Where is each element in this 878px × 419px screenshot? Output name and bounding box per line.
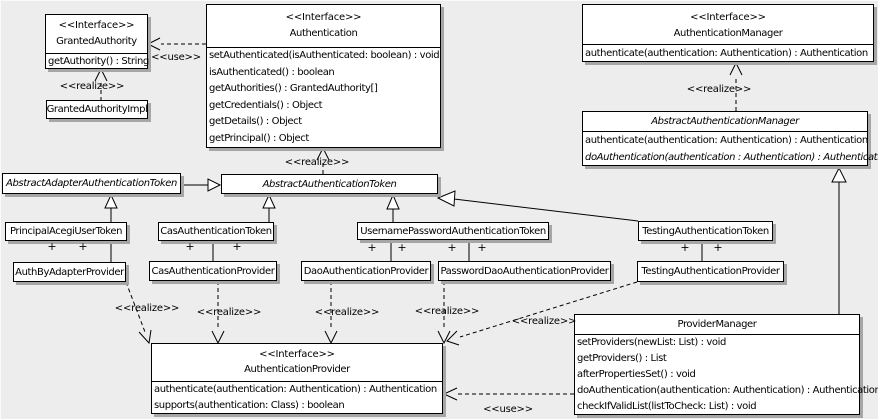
class-abstract-authentication-manager[interactable]: AbstractAuthenticationManager authentica… [582, 111, 878, 166]
class-name: AbstractAdapterAuthenticationToken [6, 178, 177, 189]
class-granted-authority-impl[interactable]: GrantedAuthorityImpl [46, 100, 148, 119]
method-label: getAuthority() : String [48, 56, 149, 67]
class-username-password-authentication-token[interactable]: UsernamePasswordAuthenticationToken [357, 222, 549, 240]
multiplicity-label: + [477, 241, 487, 254]
class-name: TestingAuthenticationToken [642, 225, 769, 237]
class-authentication-provider[interactable]: <<Interface>> AuthenticationProvider aut… [151, 343, 443, 414]
multiplicity-label: + [447, 241, 457, 254]
class-title: ProviderManager [575, 315, 859, 334]
class-provider-manager[interactable]: ProviderManager setProviders(newList: Li… [574, 314, 878, 415]
realize-label: <<realize>> [511, 316, 577, 327]
multiplicity-label: + [397, 241, 407, 254]
class-name: CasAuthenticationProvider [151, 265, 275, 277]
class-title: AbstractAuthenticationManager [583, 112, 867, 131]
multiplicity-label: + [680, 241, 690, 254]
class-authentication-manager[interactable]: <<Interface>> AuthenticationManager auth… [582, 4, 874, 62]
use-label: <<use>> [483, 404, 533, 415]
realize-label: <<realize>> [686, 84, 752, 95]
class-abstract-authentication-token[interactable]: AbstractAuthenticationToken [221, 174, 438, 194]
class-testing-authentication-token[interactable]: TestingAuthenticationToken [638, 221, 773, 241]
multiplicity-label: + [367, 241, 377, 254]
class-title: <<Interface>> AuthenticationProvider [152, 344, 442, 381]
method-label: isAuthenticated() : boolean [209, 66, 335, 78]
method-label: getProviders() : List [577, 353, 667, 364]
stereotype-label: <<Interface>> [690, 12, 766, 23]
stereotype-label: <<Interface>> [58, 20, 135, 31]
method-label: authenticate(authentication: Authenticat… [585, 48, 868, 59]
class-name: PasswordDaoAuthenticationProvider [440, 265, 609, 277]
class-name: CasAuthenticationToken [160, 226, 272, 237]
class-name: DaoAuthenticationProvider [303, 265, 429, 277]
methods-compartment: authenticate(authentication: Authenticat… [583, 131, 878, 166]
methods-compartment: setProviders(newList: List) : void getPr… [575, 334, 878, 415]
class-auth-by-adapter-provider[interactable]: AuthByAdapterProvider [13, 262, 126, 282]
class-name: AuthenticationProvider [244, 364, 350, 375]
class-name: AbstractAuthenticationManager [651, 116, 799, 127]
class-name: UsernamePasswordAuthenticationToken [360, 225, 546, 237]
class-title: <<Interface>> GrantedAuthority [46, 15, 147, 53]
class-password-dao-authentication-provider[interactable]: PasswordDaoAuthenticationProvider [438, 261, 611, 281]
class-name: GrantedAuthorityImpl [46, 104, 148, 115]
stereotype-label: <<Interface>> [285, 12, 362, 23]
stereotype-label: <<Interface>> [259, 349, 335, 360]
method-label: supports(authentication: Class) : boolea… [154, 400, 345, 411]
class-testing-authentication-provider[interactable]: TestingAuthenticationProvider [637, 261, 784, 282]
realize-label: <<realize>> [414, 306, 480, 317]
multiplicity-label: + [185, 240, 195, 253]
method-label: doAuthentication(authentication: Authent… [577, 385, 878, 396]
realize-label: <<realize>> [59, 81, 125, 92]
class-name: GrantedAuthority [56, 36, 137, 47]
class-name: ProviderManager [677, 319, 757, 330]
realize-label: <<realize>> [314, 307, 380, 318]
realize-label: <<realize>> [284, 157, 350, 168]
class-name: PrincipalAcegiUserToken [9, 226, 123, 237]
multiplicity-label: + [78, 240, 88, 253]
method-label: setAuthenticated(isAuthenticated: boolea… [209, 50, 440, 61]
class-name: AuthenticationManager [673, 28, 783, 39]
class-granted-authority[interactable]: <<Interface>> GrantedAuthority getAuthor… [45, 14, 149, 69]
method-label: afterPropertiesSet() : void [577, 369, 696, 380]
class-cas-authentication-token[interactable]: CasAuthenticationToken [158, 222, 274, 241]
method-label: getDetails() : Object [209, 116, 302, 127]
methods-compartment: getAuthority() : String [46, 53, 149, 69]
multiplicity-label: + [713, 241, 723, 254]
class-authentication[interactable]: <<Interface>> Authentication setAuthenti… [206, 4, 441, 148]
method-label: authenticate(authentication: Authenticat… [585, 135, 868, 146]
method-label: getAuthorities() : GrantedAuthority[] [209, 83, 378, 94]
method-label: getCredentials() : Object [209, 99, 323, 111]
class-name: TestingAuthenticationProvider [641, 266, 780, 277]
realize-label: <<realize>> [196, 307, 262, 318]
multiplicity-label: + [232, 240, 242, 253]
class-name: AbstractAuthenticationToken [262, 178, 397, 190]
realize-label: <<realize>> [114, 303, 180, 314]
class-dao-authentication-provider[interactable]: DaoAuthenticationProvider [301, 261, 431, 281]
class-name: AuthByAdapterProvider [15, 266, 124, 278]
use-label: <<use>> [151, 52, 201, 63]
methods-compartment: authenticate(authentication: Authenticat… [152, 381, 442, 414]
method-label: doAuthentication(authentication : Authen… [585, 152, 878, 163]
methods-compartment: authenticate(authentication: Authenticat… [583, 44, 873, 62]
class-title: <<Interface>> AuthenticationManager [583, 5, 873, 44]
multiplicity-label: + [47, 240, 57, 253]
method-label: setProviders(newList: List) : void [577, 337, 726, 348]
class-principal-acegi-user-token[interactable]: PrincipalAcegiUserToken [5, 222, 127, 241]
class-abstract-adapter-authentication-token[interactable]: AbstractAdapterAuthenticationToken [2, 173, 181, 194]
method-label: authenticate(authentication: Authenticat… [154, 384, 437, 395]
methods-compartment: setAuthenticated(isAuthenticated: boolea… [207, 47, 440, 147]
class-cas-authentication-provider[interactable]: CasAuthenticationProvider [149, 261, 277, 281]
class-name: Authentication [289, 28, 358, 39]
class-title: <<Interface>> Authentication [207, 5, 440, 47]
method-label: checkIfValidList(listToCheck: List) : vo… [577, 401, 757, 412]
method-label: getPrincipal() : Object [209, 132, 309, 144]
